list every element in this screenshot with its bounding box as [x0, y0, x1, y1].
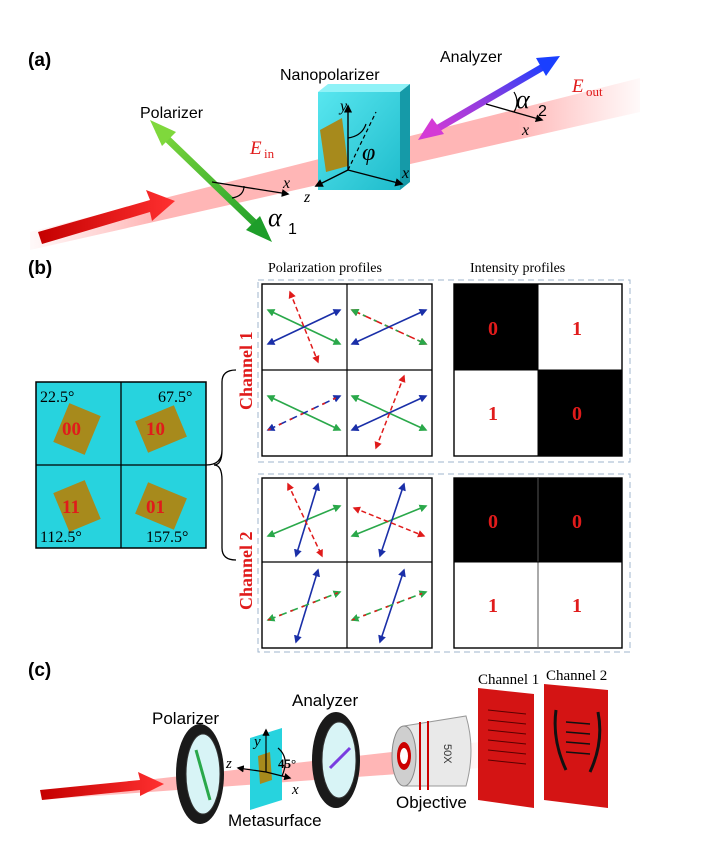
nano-antenna: [320, 118, 348, 172]
angle-67: 67.5°: [158, 389, 192, 406]
channel-bracket: [205, 369, 237, 561]
antenna-11: [53, 480, 101, 532]
metasurface-chip: [236, 728, 292, 810]
meta-y-label: y: [252, 734, 261, 750]
intensity-ch2-val-1: 0: [488, 511, 498, 533]
polarizer-disk: [176, 724, 224, 824]
analyzer-arrow: [418, 56, 560, 140]
intensity-ch2-val-4: 1: [572, 595, 582, 617]
cube-x-label: x: [401, 165, 409, 182]
panel-c: (c) Polarizer y z x 45° Metasurface: [28, 660, 608, 830]
channel1-label-c: Channel 1: [478, 672, 539, 688]
polarizer-label-c: Polarizer: [152, 709, 219, 728]
cube-z-axis: [314, 169, 349, 187]
intensity-ch2-cell-1: [454, 478, 538, 562]
intensity-ch2-val-2: 0: [572, 511, 582, 533]
intensity-ch1-cell-1: [454, 284, 538, 370]
alpha1-symbol: α: [268, 203, 283, 232]
cube-z-label: z: [303, 189, 311, 206]
objective-label: Objective: [396, 793, 467, 812]
alpha1-x-label: x: [282, 175, 290, 192]
intensity-ch1-cell-3: [454, 370, 538, 456]
objective-mag: 50X: [441, 744, 453, 764]
channel2-label-b: Channel 2: [236, 531, 256, 610]
channel1-label-b: Channel 1: [236, 331, 256, 410]
e-in-symbol: E: [249, 138, 262, 159]
intensity-ch1-cell-4: [538, 370, 622, 456]
nanopolarizer-cube: [314, 84, 410, 190]
cube-phi-line: [347, 111, 377, 171]
panel-a: (a) Polarizer x α 1 E in: [28, 49, 640, 250]
cube-y-label: y: [338, 98, 348, 115]
angle-157: 157.5°: [146, 529, 188, 546]
e-out-symbol: E: [571, 76, 584, 97]
angle-22: 22.5°: [40, 389, 74, 406]
intensity-grid-ch1: [453, 283, 623, 457]
metasurface-cells: [35, 381, 207, 549]
alpha2-symbol: α: [516, 85, 531, 114]
panel-b-label: (b): [28, 258, 52, 279]
incident-arrow-a: [38, 190, 175, 244]
intensity-ch1-val-2: 1: [572, 318, 582, 340]
alpha1-x-axis: [211, 181, 290, 197]
angle-112: 112.5°: [40, 529, 82, 546]
nanopolarizer-label: Nanopolarizer: [280, 67, 380, 84]
panel-c-label: (c): [28, 660, 51, 681]
polarization-profiles-header: Polarization profiles: [268, 261, 382, 276]
panel-a-label: (a): [28, 50, 51, 71]
alpha1-arc: [231, 185, 245, 199]
meta-x-label: x: [291, 782, 299, 798]
channel2-box: [257, 473, 631, 653]
intensity-ch1-val-4: 0: [572, 403, 582, 425]
code-10: 10: [146, 419, 165, 440]
polarization-grid-ch2: [261, 477, 433, 649]
intensity-grid-ch2: [453, 477, 623, 649]
incident-arrow-c: [40, 772, 164, 800]
channel1-image: [478, 688, 534, 808]
phi-arc: [347, 123, 367, 139]
phi-symbol: φ: [362, 140, 375, 166]
e-out-sub: out: [586, 84, 603, 99]
antenna-10: [135, 405, 187, 453]
polarization-grid-ch1: [261, 283, 433, 457]
e-in-sub: in: [264, 146, 275, 161]
alpha2-arc: [513, 91, 518, 113]
intensity-ch2-cell-3: [454, 562, 538, 648]
code-01: 01: [146, 497, 165, 518]
meta-z-label: z: [225, 756, 232, 772]
panel-b: (b) 22.5° 67.5° 112.5° 157.5° 00 10 11 0…: [28, 258, 631, 653]
code-00: 00: [62, 419, 81, 440]
metasurface-label: Metasurface: [228, 811, 322, 830]
analyzer-disk: [312, 712, 360, 808]
polarizer-arrow: [150, 120, 272, 242]
intensity-ch1-val-1: 0: [488, 318, 498, 340]
intensity-ch2-val-3: 1: [488, 595, 498, 617]
intensity-ch2-cell-4: [538, 562, 622, 648]
cube-x-axis: [347, 169, 404, 187]
alpha1-sub: 1: [288, 221, 297, 238]
meta-angle: 45°: [278, 756, 296, 771]
intensity-ch1-cell-2: [538, 284, 622, 370]
code-11: 11: [62, 497, 80, 518]
alpha2-x-label: x: [521, 122, 529, 139]
intensity-ch2-cell-2: [538, 478, 622, 562]
intensity-ch1-val-3: 1: [488, 403, 498, 425]
objective-lens: [391, 715, 472, 790]
analyzer-label-a: Analyzer: [440, 49, 503, 66]
channel2-label-c: Channel 2: [546, 668, 607, 684]
channel2-image: [544, 684, 608, 808]
alpha2-sub: 2: [538, 103, 547, 120]
antenna-01: [135, 482, 187, 530]
antenna-00: [53, 403, 101, 455]
polarizer-label-a: Polarizer: [140, 105, 204, 122]
intensity-profiles-header: Intensity profiles: [470, 261, 565, 276]
analyzer-label-c: Analyzer: [292, 691, 358, 710]
channel1-box: [257, 279, 631, 463]
